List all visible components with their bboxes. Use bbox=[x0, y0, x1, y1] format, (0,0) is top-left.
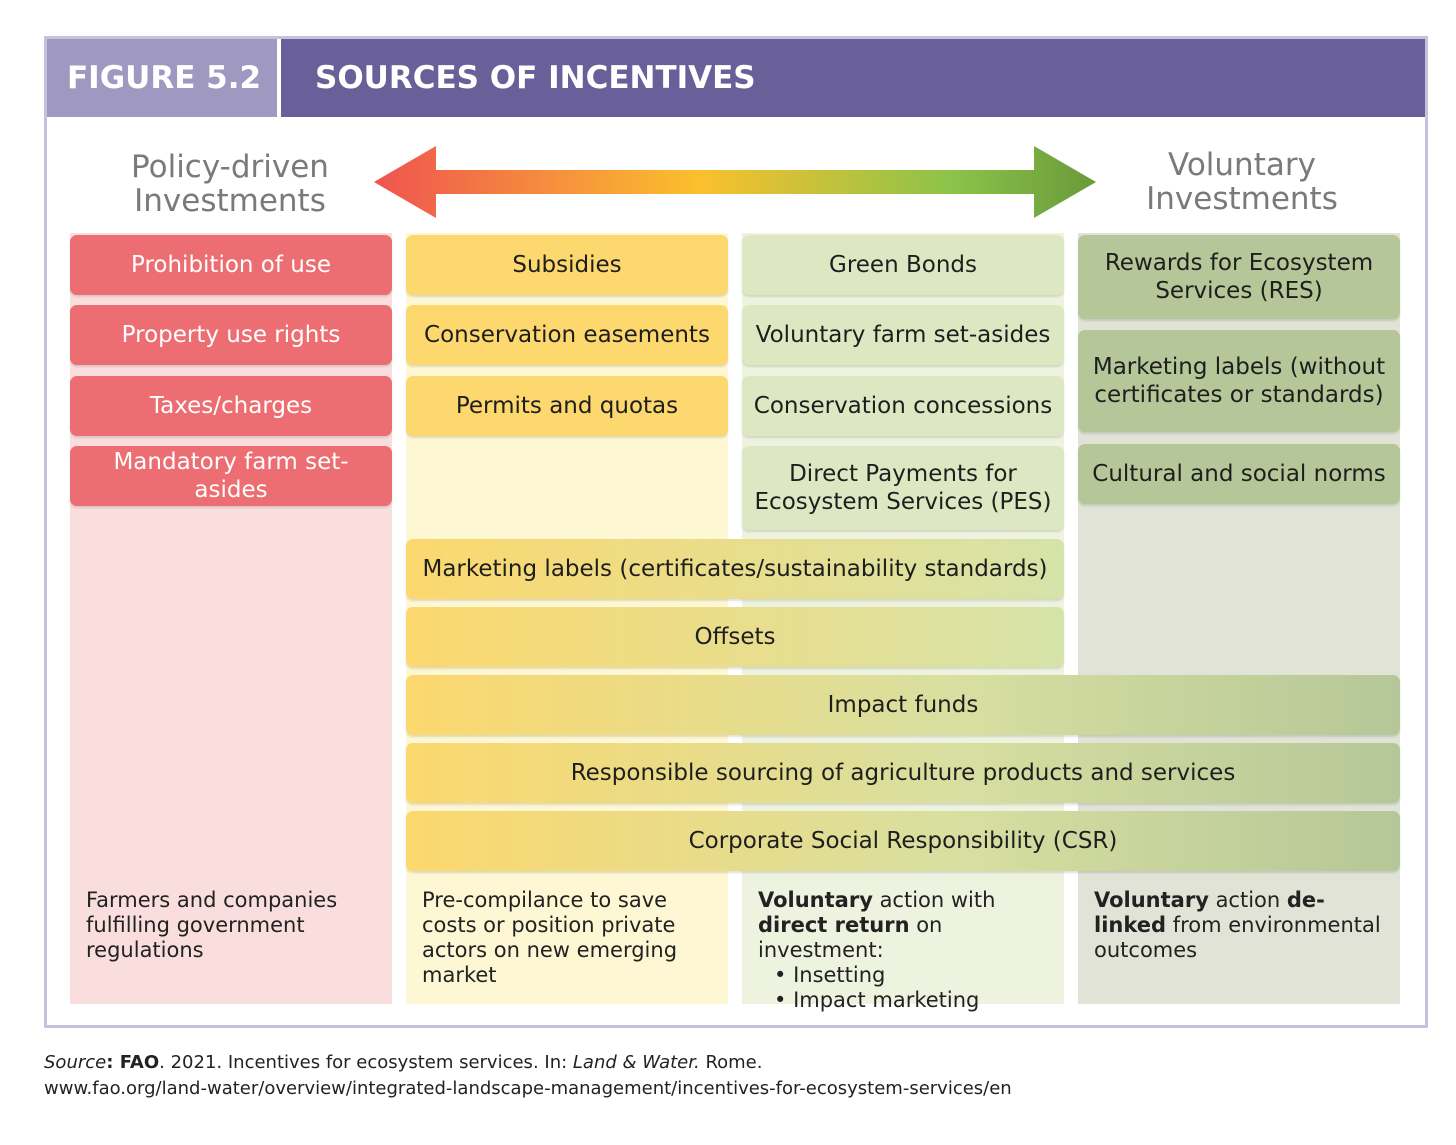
source-url: www.fao.org/land-water/overview/integrat… bbox=[44, 1078, 1012, 1099]
note-delinked: Voluntary action de-linked from environm… bbox=[1094, 888, 1381, 962]
incentive-responsible-sourcing: Responsible sourcing of agriculture prod… bbox=[406, 743, 1400, 803]
source-citation: Source: FAO. 2021. Incentives for ecosys… bbox=[44, 1052, 763, 1073]
incentive-mandatory-farm-set-asides: Mandatory farm set-asides bbox=[70, 446, 392, 506]
incentive-impact-funds: Impact funds bbox=[406, 675, 1400, 735]
note-direct-return-list: Insetting Impact marketing bbox=[758, 963, 1058, 1013]
incentive-cultural-social-norms: Cultural and social norms bbox=[1078, 444, 1400, 504]
incentive-property-use-rights: Property use rights bbox=[70, 305, 392, 365]
incentive-marketing-labels-no-certificates: Marketing labels (without certificates o… bbox=[1078, 330, 1400, 432]
incentive-rewards-res: Rewards for Ecosystem Services (RES) bbox=[1078, 235, 1400, 319]
figure-number: FIGURE 5.2 bbox=[47, 39, 277, 117]
incentive-permits-and-quotas: Permits and quotas bbox=[406, 376, 728, 436]
incentive-conservation-easements: Conservation easements bbox=[406, 305, 728, 365]
incentive-conservation-concessions: Conservation concessions bbox=[742, 376, 1064, 436]
incentive-taxes-charges: Taxes/charges bbox=[70, 376, 392, 436]
incentive-direct-payments-pes: Direct Payments for Ecosystem Services (… bbox=[742, 446, 1064, 530]
note-direct-return: Voluntary action with direct return on i… bbox=[758, 888, 1058, 1013]
note-precompliance: Pre-compilance to save costs or position… bbox=[422, 888, 678, 987]
note-policy: Farmers and companies fulfilling governm… bbox=[86, 888, 338, 962]
incentive-marketing-labels-certificates: Marketing labels (certificates/sustainab… bbox=[406, 539, 1064, 599]
incentive-green-bonds: Green Bonds bbox=[742, 235, 1064, 295]
figure-title: SOURCES OF INCENTIVES bbox=[281, 39, 1425, 117]
list-item: Insetting bbox=[774, 963, 1058, 988]
incentive-offsets: Offsets bbox=[406, 607, 1064, 667]
incentive-prohibition-of-use: Prohibition of use bbox=[70, 235, 392, 295]
list-item: Impact marketing bbox=[774, 988, 1058, 1013]
incentive-voluntary-farm-set-asides: Voluntary farm set-asides bbox=[742, 305, 1064, 365]
double-arrow-icon bbox=[374, 146, 1096, 218]
incentive-csr: Corporate Social Responsibility (CSR) bbox=[406, 811, 1400, 871]
incentive-subsidies: Subsidies bbox=[406, 235, 728, 295]
